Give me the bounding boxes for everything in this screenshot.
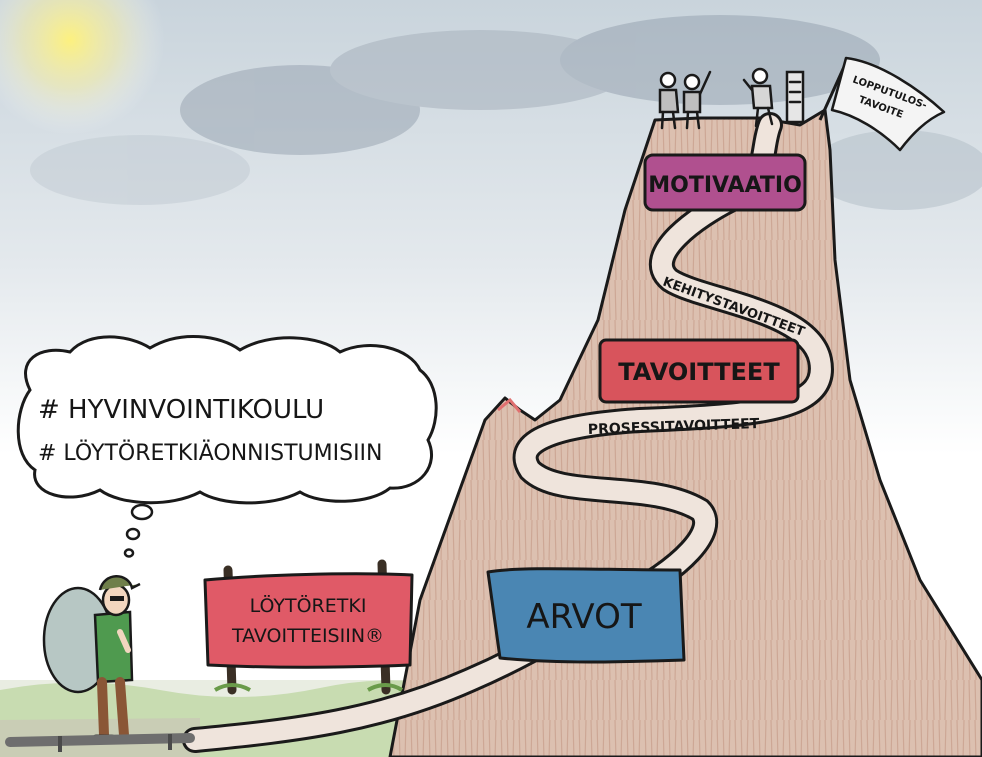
tavoitteet-label: TAVOITTEET: [618, 358, 780, 386]
bubble-line2: # LÖYTÖRETKIÄONNISTUMISIIN: [38, 440, 383, 466]
arvot-label: ARVOT: [526, 597, 641, 637]
motivaatio-label: MOTIVAATIO: [648, 173, 802, 198]
sign-line1: LÖYTÖRETKI: [250, 594, 367, 617]
bubble-line1: # HYVINVOINTIKOULU: [38, 395, 324, 425]
arvot-box: ARVOT: [488, 569, 684, 662]
sign-line2: TAVOITTEISIIN®: [231, 625, 384, 647]
tavoitteet-box: TAVOITTEET: [600, 340, 798, 402]
motivaatio-box: MOTIVAATIO: [645, 155, 805, 210]
